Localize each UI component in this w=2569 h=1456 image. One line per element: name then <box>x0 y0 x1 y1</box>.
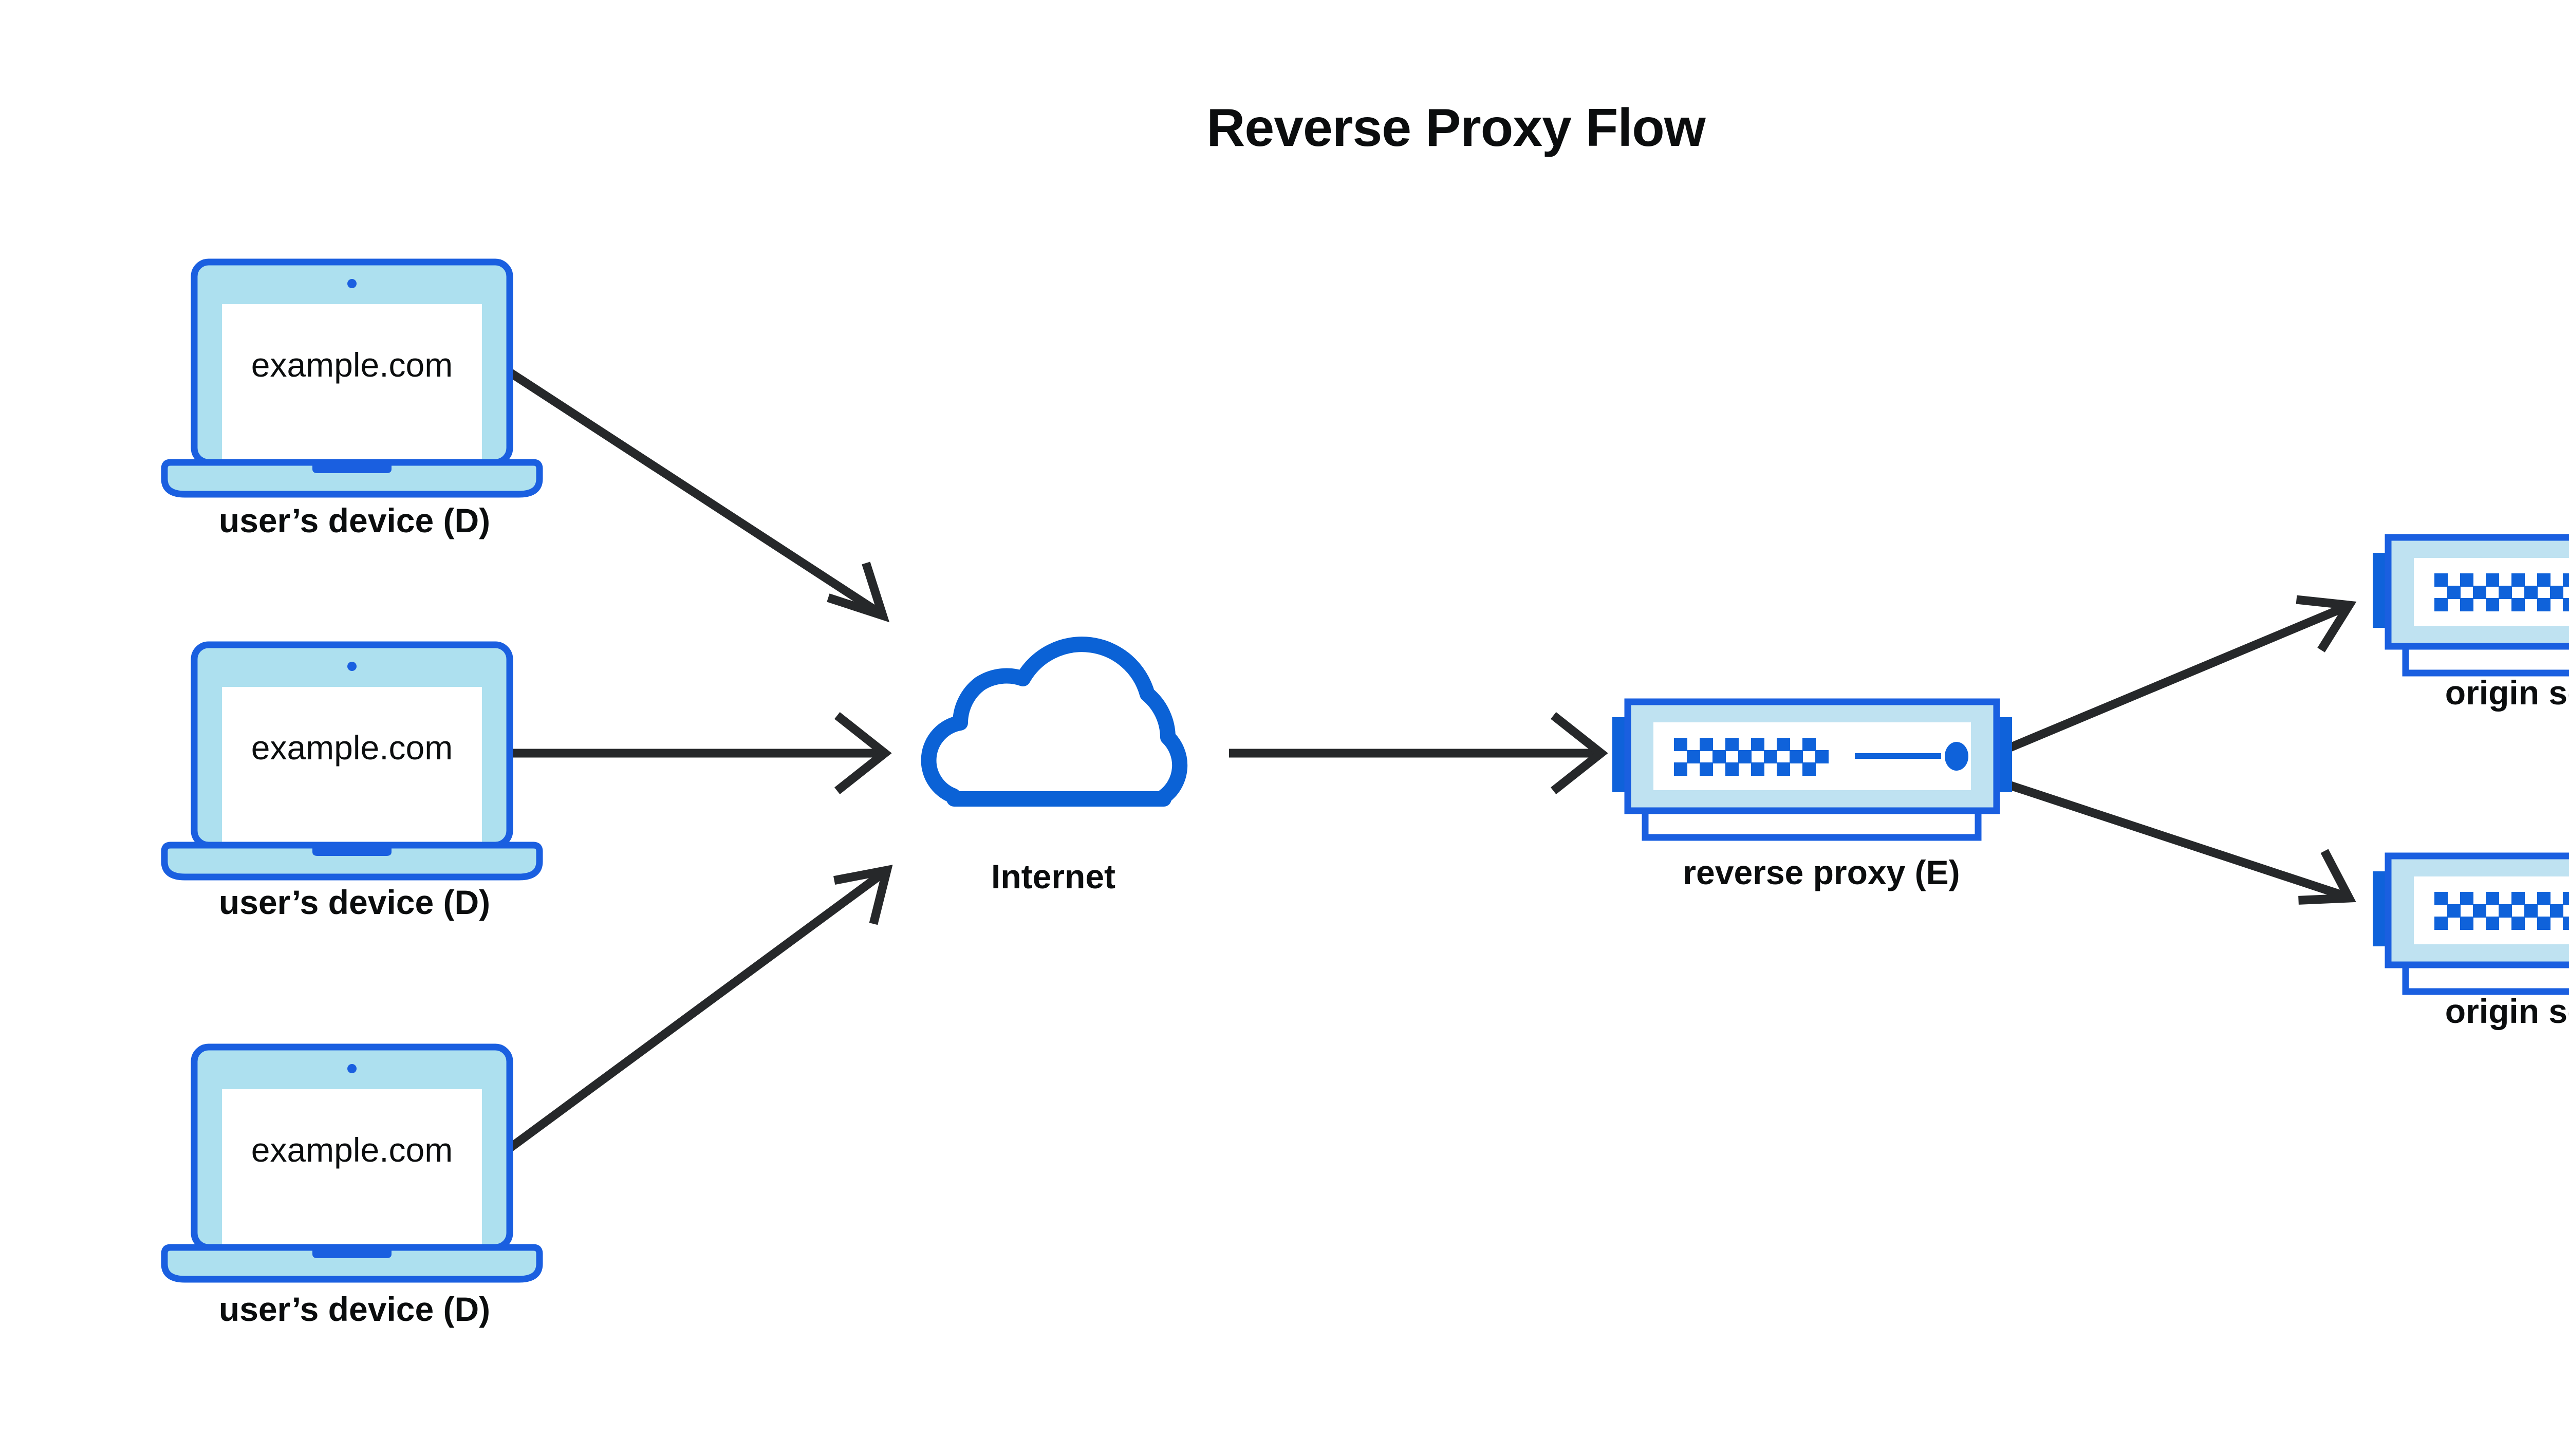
edge-internet-to-reverse-proxy <box>1229 712 1608 794</box>
label-origin-bottom: origin server (F) <box>2445 992 2569 1030</box>
node-origin-top[interactable] <box>2373 537 2569 673</box>
label-internet: Internet <box>991 857 1116 895</box>
label-device-top: user’s device (D) <box>218 501 491 539</box>
label-device-middle: user’s device (D) <box>218 883 491 921</box>
edge-device-top-to-internet <box>504 366 890 623</box>
device-top-screen-text: example.com <box>251 346 453 384</box>
label-reverse-proxy: reverse proxy (E) <box>1683 853 1960 891</box>
edge-device-middle-to-internet <box>506 712 892 794</box>
edge-reverse-proxy-to-origin-top <box>1995 595 2357 757</box>
edge-reverse-proxy-to-origin-bottom <box>1995 776 2356 905</box>
label-origin-top: origin server (F) <box>2445 674 2569 712</box>
node-internet[interactable] <box>929 644 1180 799</box>
edge-device-bottom-to-internet <box>503 865 893 1154</box>
node-origin-bottom[interactable] <box>2373 856 2569 992</box>
page-title: Reverse Proxy Flow <box>1206 98 1705 158</box>
device-middle-screen-text: example.com <box>251 729 453 767</box>
node-reverse-proxy[interactable] <box>1612 702 2012 837</box>
device-bottom-screen-text: example.com <box>251 1131 453 1169</box>
label-device-bottom: user’s device (D) <box>218 1290 491 1328</box>
